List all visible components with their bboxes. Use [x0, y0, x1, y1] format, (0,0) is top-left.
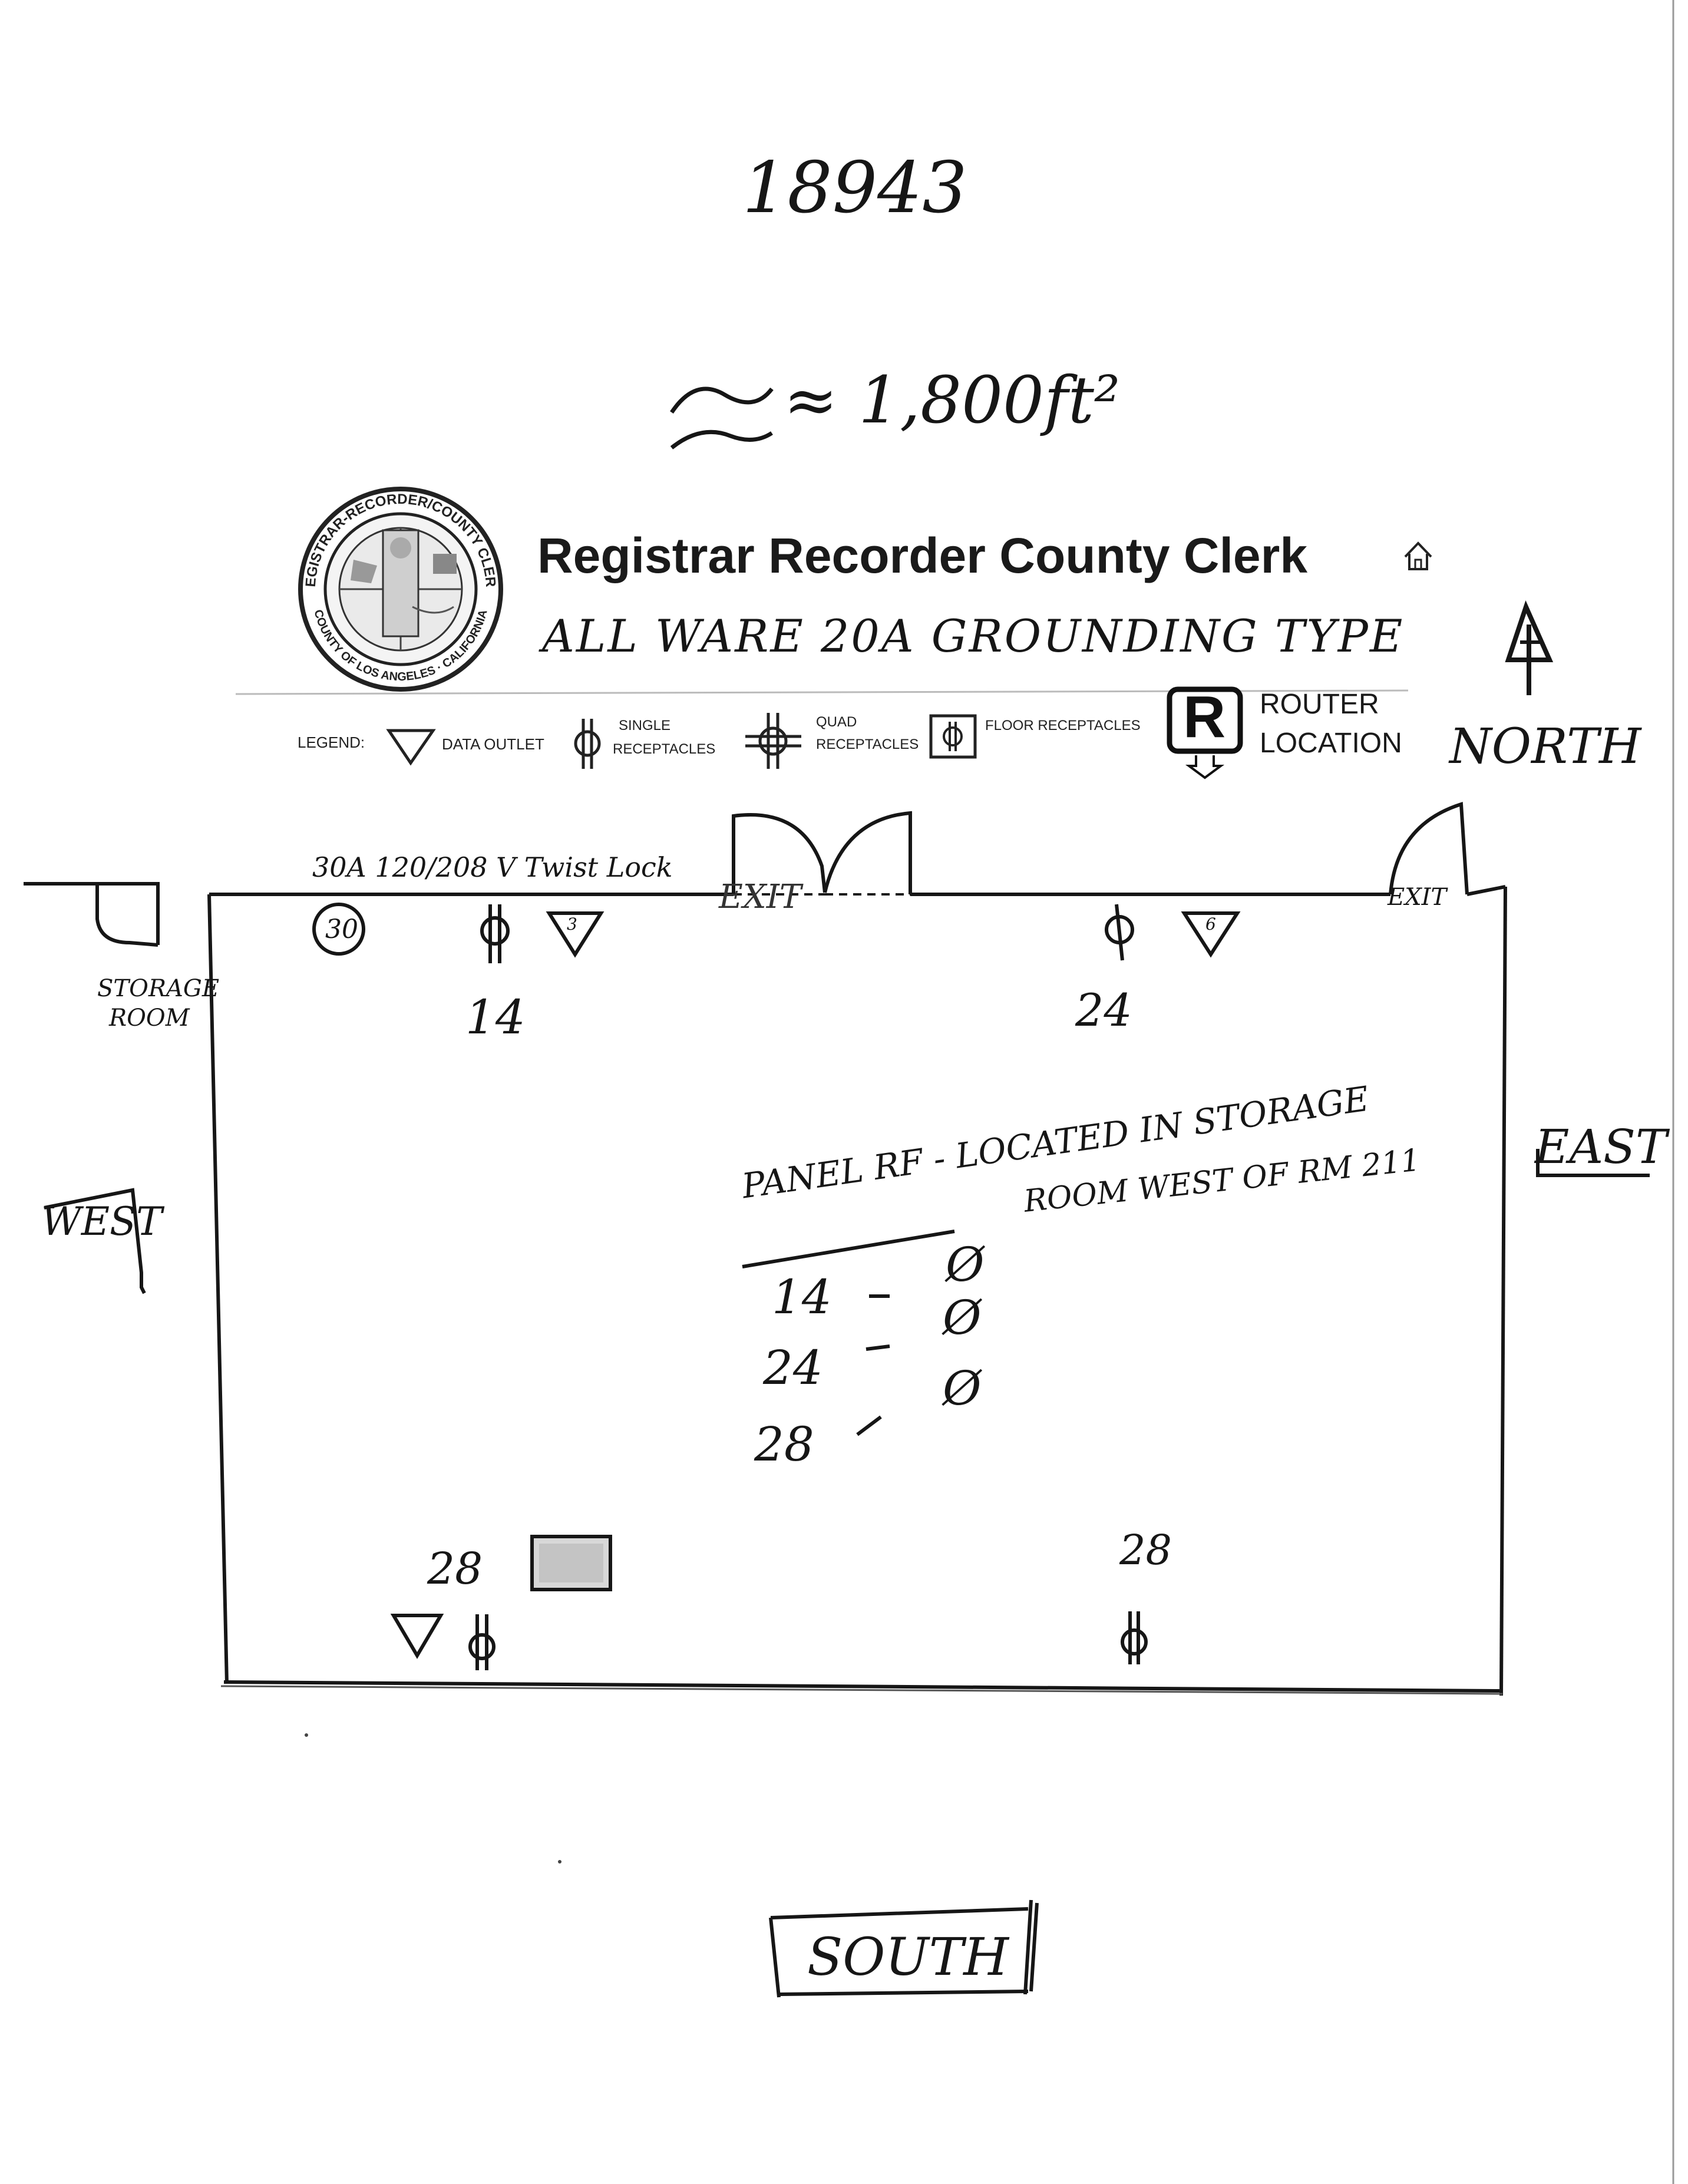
legend-floor-label: FLOOR RECEPTACLES [985, 718, 1141, 733]
storage-room-line1: STORAGE [97, 975, 220, 1002]
svg-text:REGISTRAR-RECORDER/COUNTY CLER: REGISTRAR-RECORDER/COUNTY CLERK [0, 0, 498, 587]
exit-double-door [732, 811, 912, 896]
north-label: NORTH [1449, 719, 1641, 775]
legend-single-line2: RECEPTACLES [613, 741, 716, 757]
south-box-right [1023, 1899, 1033, 1995]
panel-row-2-phase: Ø [943, 1290, 982, 1345]
panel-row-2-circuit: 24 [763, 1340, 823, 1395]
legend-router-line2: LOCATION [1260, 728, 1402, 759]
data-outlet-south-icon [390, 1614, 444, 1659]
seal-text-bottom: COUNTY OF LOS ANGELES · CALIFORNIA [311, 608, 490, 683]
west-box [44, 1188, 146, 1294]
legend-data-outlet-label: DATA OUTLET [442, 735, 544, 753]
circuit-28-right-label: 28 [1119, 1526, 1172, 1574]
east-exit-door [1389, 801, 1469, 895]
legend-router-symbol: R [1183, 684, 1226, 750]
panel-row-3-circuit: 28 [754, 1417, 814, 1472]
data-outlet-north-left-icon [546, 911, 604, 958]
legend-single-receptacle-icon [574, 719, 601, 769]
legend-router-icon [1167, 686, 1243, 779]
circuit-24-label: 24 [1075, 984, 1132, 1036]
legend-label: LEGEND: [298, 733, 365, 751]
county-seal-icon [298, 487, 503, 692]
room-walls [24, 882, 1507, 1696]
data-outlet-north-left-label: 3 [567, 914, 577, 934]
west-label: WEST [41, 1199, 163, 1244]
south-label: SOUTH [807, 1927, 1009, 1987]
circuit-14-label: 14 [465, 990, 526, 1045]
single-receptacle-24-icon [1105, 904, 1134, 961]
exit-main-label: EXIT [719, 878, 802, 916]
outlet-30-label: 30 [325, 914, 358, 944]
east-label: EAST [1535, 1119, 1667, 1174]
south-box [769, 1902, 1039, 1998]
floor-box-fill [539, 1544, 603, 1582]
job-number: 18943 [742, 147, 967, 229]
panel-row-1-phase: Ø [946, 1237, 985, 1292]
twist-lock-note: 30A 120/208 V Twist Lock [312, 851, 673, 883]
panel-row-dash-2 [866, 1344, 890, 1351]
approx-mark-lower [670, 429, 773, 450]
speck [305, 1733, 308, 1737]
area-note: ≈ 1,800ft² [784, 362, 1121, 438]
north-arrow-icon [1505, 600, 1554, 695]
data-outlet-north-right-label: 6 [1205, 914, 1216, 934]
receptacle-note: ALL WARE 20A GROUNDING TYPE [542, 610, 1405, 662]
page-title: Registrar Recorder County Clerk [537, 528, 1308, 583]
svg-text:COUNTY OF LOS ANGELES · CALIFO: COUNTY OF LOS ANGELES · CALIFORNIA [311, 608, 490, 683]
panel-row-1-circuit: 14 [772, 1270, 832, 1324]
legend-single-line1: SINGLE [619, 718, 671, 733]
home-icon [1404, 541, 1432, 570]
panel-row-3-phase: Ø [943, 1361, 982, 1416]
seal-text-top: REGISTRAR-RECORDER/COUNTY CLERK [0, 0, 498, 587]
approx-mark [670, 386, 774, 414]
county-seal-lettering: REGISTRAR-RECORDER/COUNTY CLERK COUNTY O… [0, 0, 498, 683]
legend-quad-receptacle-icon [745, 713, 801, 769]
single-receptacle-28-left-icon [468, 1614, 496, 1670]
single-receptacle-14-icon [480, 904, 510, 963]
storage-room-line2: ROOM [109, 1005, 190, 1032]
legend-router-line1: ROUTER [1260, 689, 1379, 720]
single-receptacle-28-right-icon [1121, 1611, 1148, 1664]
exit-east-label: EXIT [1388, 884, 1447, 911]
twist-lock-outlet-30-icon [312, 903, 365, 956]
data-outlet-north-right-icon [1181, 911, 1241, 958]
panel-underline [742, 1230, 955, 1268]
legend-quad-line1: QUAD [816, 714, 857, 730]
circuit-28-left-label: 28 [427, 1544, 483, 1594]
legend-data-outlet-icon [386, 729, 436, 766]
speck [558, 1860, 561, 1863]
legend-quad-line2: RECEPTACLES [816, 736, 919, 752]
east-box [1536, 1149, 1650, 1177]
legend-floor-receptacle-icon [929, 714, 977, 759]
panel-row-dash-3 [856, 1415, 882, 1436]
